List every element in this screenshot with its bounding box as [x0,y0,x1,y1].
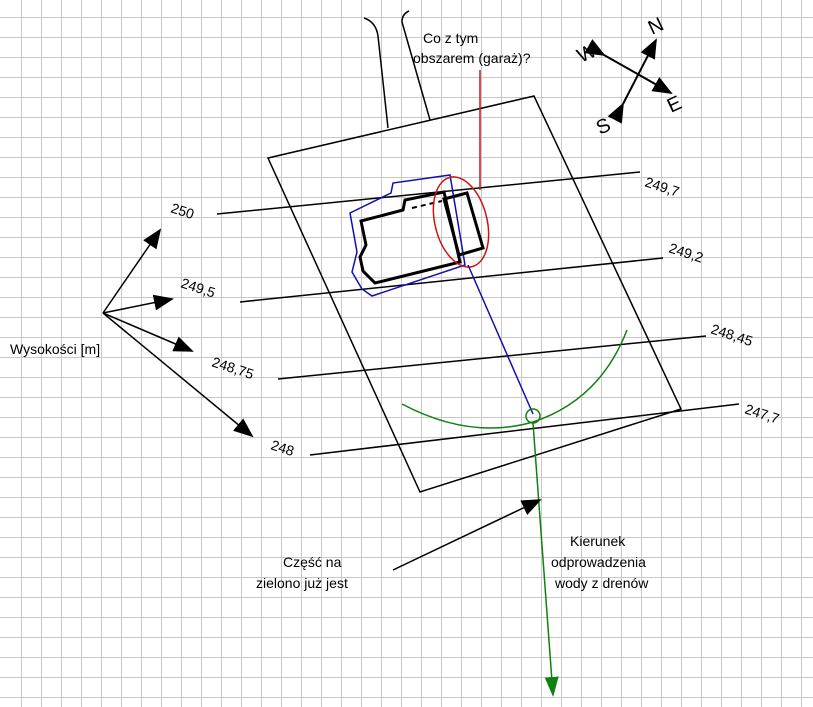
road-right-line [401,10,431,121]
compass-s: S [593,114,614,140]
drain-note-line2: odprowadzenia [551,554,646,570]
road-left-line [363,17,389,129]
contour-line-250 [216,171,641,215]
compass-icon: N W E S [574,13,685,139]
height-arrow-249-5 [102,294,174,314]
contour-line-249-5 [239,257,664,303]
contour-label-248: 248 [269,437,296,460]
contour-label-250: 250 [169,200,196,223]
garage-highlight-ellipse [432,176,490,268]
compass-e: E [664,92,685,118]
contour-label-249-2: 249,2 [667,240,705,266]
height-arrow-248-75 [102,312,194,352]
drain-note-line1: Kierunek [570,533,626,549]
contour-label-248-45: 248,45 [709,321,755,350]
contour-line-248-75 [277,335,707,380]
plot-boundary [266,95,683,493]
green-note-arrow [392,499,542,571]
contour-label-248-75: 248,75 [210,354,256,383]
green-note-line1: Część na [283,554,342,570]
contour-label-247-7: 247,7 [743,401,781,427]
building-outline-blue [349,174,466,297]
green-note-line2: zielono już jest [256,575,348,591]
contour-label-249-7: 249,7 [643,174,681,200]
house-dashed-wall [411,200,443,209]
blue-drain-line [467,264,534,415]
garage-outline [442,191,485,257]
house-outline [358,190,462,285]
contour-label-249-5: 249,5 [179,275,217,301]
drain-point-circle [525,408,541,424]
green-arc [401,329,628,429]
compass-w: W [574,40,601,68]
compass-n: N [645,13,667,39]
height-arrow-250 [102,228,162,314]
height-arrow-248 [102,312,254,438]
contour-line-248 [309,403,740,456]
question-line2: obszarem (garaż)? [413,50,531,66]
drain-direction-arrow [532,422,559,697]
question-line1: Co z tym [423,30,478,46]
drain-note-line3: wody z drenów [554,575,649,591]
heights-label: Wysokości [m] [10,341,100,357]
